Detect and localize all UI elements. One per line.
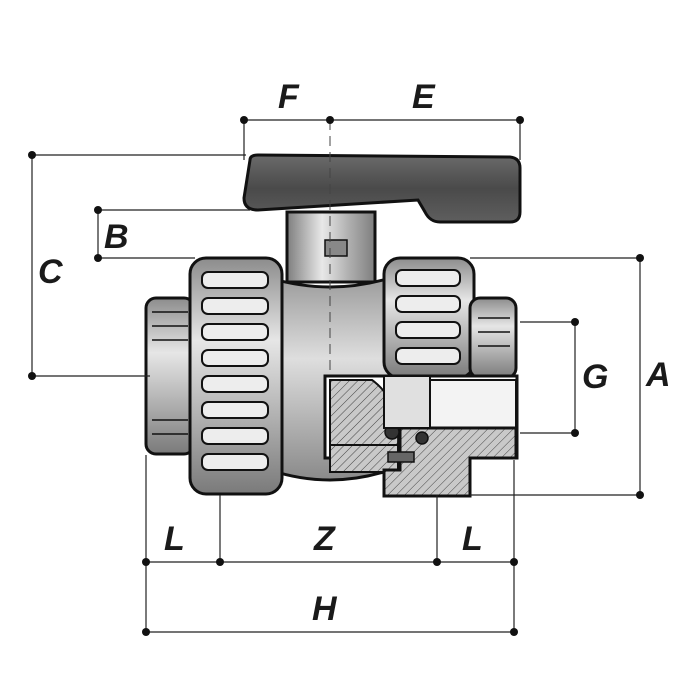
- section-cutaway: [323, 374, 519, 498]
- label-l-left: L: [164, 520, 185, 558]
- right-end-connector: [468, 296, 518, 380]
- dimension-g: G: [520, 318, 608, 437]
- label-z: Z: [313, 520, 336, 558]
- dimension-f-e: F E: [240, 78, 524, 160]
- label-b: B: [104, 218, 129, 256]
- dimension-h: H: [142, 590, 518, 636]
- dimension-l-z-l: L Z L: [142, 455, 518, 632]
- stem: [285, 210, 377, 284]
- dimension-c: C: [28, 151, 246, 380]
- label-e: E: [412, 78, 436, 116]
- label-h: H: [312, 590, 338, 628]
- left-union-nut: [188, 256, 284, 496]
- dimension-b: B: [94, 206, 250, 262]
- dimension-a: A: [470, 254, 671, 499]
- handle: [242, 153, 522, 224]
- label-l-right: L: [462, 520, 483, 558]
- label-a: A: [645, 356, 671, 394]
- left-end-connector: [144, 296, 196, 456]
- right-union-nut: [382, 256, 476, 380]
- label-g: G: [582, 358, 608, 396]
- label-c: C: [38, 253, 63, 291]
- label-f: F: [278, 78, 300, 116]
